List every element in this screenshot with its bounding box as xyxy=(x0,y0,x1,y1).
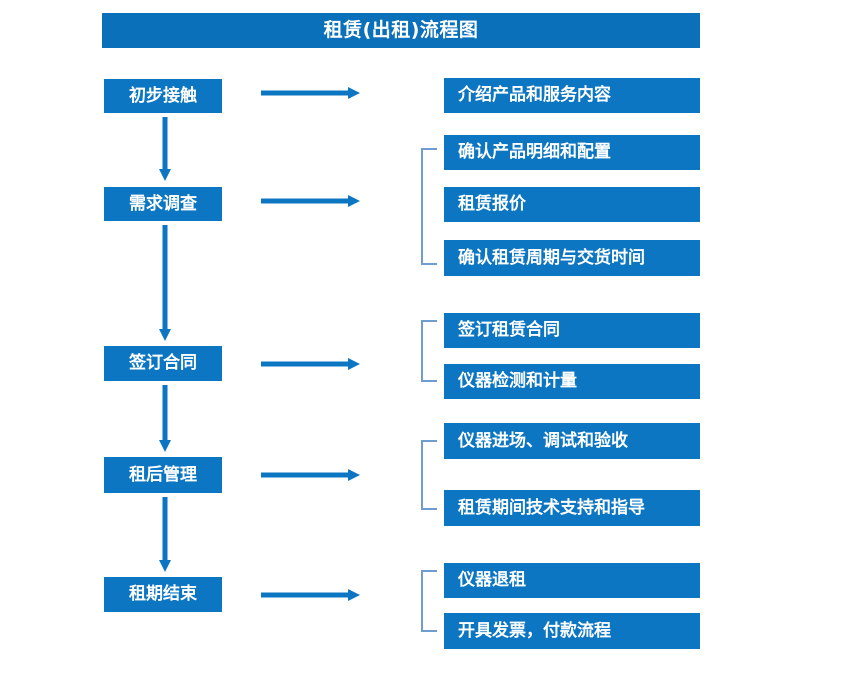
stage-box-1[interactable]: 初步接触 xyxy=(104,79,222,113)
detail-box-g4-2[interactable]: 租赁期间技术支持和指导 xyxy=(444,490,700,526)
detail-box-g1-1-label: 介绍产品和服务内容 xyxy=(458,85,611,105)
detail-box-g4-1[interactable]: 仪器进场、调试和验收 xyxy=(444,423,700,459)
horizontal-arrow-5 xyxy=(261,588,361,602)
detail-box-g5-2[interactable]: 开具发票，付款流程 xyxy=(444,613,700,649)
detail-box-g2-3[interactable]: 确认租赁周期与交货时间 xyxy=(444,240,700,276)
detail-box-g5-2-label: 开具发票，付款流程 xyxy=(458,620,611,641)
detail-box-g5-1-label: 仪器退租 xyxy=(458,570,526,590)
vertical-arrow-1 xyxy=(158,117,172,182)
detail-box-g3-1-label: 签订租赁合同 xyxy=(458,320,560,340)
bracket-group-3 xyxy=(421,320,437,382)
vertical-arrow-4 xyxy=(158,497,172,573)
detail-box-g2-1-label: 确认产品明细和配置 xyxy=(458,142,611,162)
detail-box-g1-1[interactable]: 介绍产品和服务内容 xyxy=(444,78,700,113)
bracket-group-5 xyxy=(421,570,437,632)
horizontal-arrow-1 xyxy=(261,86,361,100)
detail-box-g4-2-label: 租赁期间技术支持和指导 xyxy=(458,497,645,518)
detail-box-g2-3-label: 确认租赁周期与交货时间 xyxy=(458,247,645,268)
stage-box-2[interactable]: 需求调查 xyxy=(104,187,222,221)
detail-box-g3-2[interactable]: 仪器检测和计量 xyxy=(444,364,700,399)
page-title: 租赁(出租)流程图 xyxy=(323,19,479,41)
horizontal-arrow-3 xyxy=(261,357,361,371)
detail-box-g2-2[interactable]: 租赁报价 xyxy=(444,187,700,222)
stage-box-3-label: 签订合同 xyxy=(129,353,197,373)
bracket-group-4 xyxy=(421,440,437,510)
stage-box-5-label: 租期结束 xyxy=(129,584,197,604)
detail-box-g2-2-label: 租赁报价 xyxy=(458,194,526,214)
vertical-arrow-3 xyxy=(158,385,172,453)
bracket-group-2 xyxy=(421,148,437,265)
stage-box-4-label: 租后管理 xyxy=(129,464,197,485)
stage-box-1-label: 初步接触 xyxy=(129,85,197,106)
horizontal-arrow-2 xyxy=(261,194,361,208)
diagram-title-bar: 租赁(出租)流程图 xyxy=(102,13,700,48)
detail-box-g2-1[interactable]: 确认产品明细和配置 xyxy=(444,135,700,170)
stage-box-5[interactable]: 租期结束 xyxy=(104,577,222,612)
stage-box-2-label: 需求调查 xyxy=(129,193,197,214)
detail-box-g5-1[interactable]: 仪器退租 xyxy=(444,563,700,598)
stage-box-3[interactable]: 签订合同 xyxy=(104,346,222,381)
detail-box-g4-1-label: 仪器进场、调试和验收 xyxy=(458,430,628,451)
horizontal-arrow-4 xyxy=(261,468,361,482)
detail-box-g3-2-label: 仪器检测和计量 xyxy=(458,371,577,391)
vertical-arrow-2 xyxy=(158,225,172,342)
detail-box-g3-1[interactable]: 签订租赁合同 xyxy=(444,313,700,348)
stage-box-4[interactable]: 租后管理 xyxy=(104,457,222,493)
